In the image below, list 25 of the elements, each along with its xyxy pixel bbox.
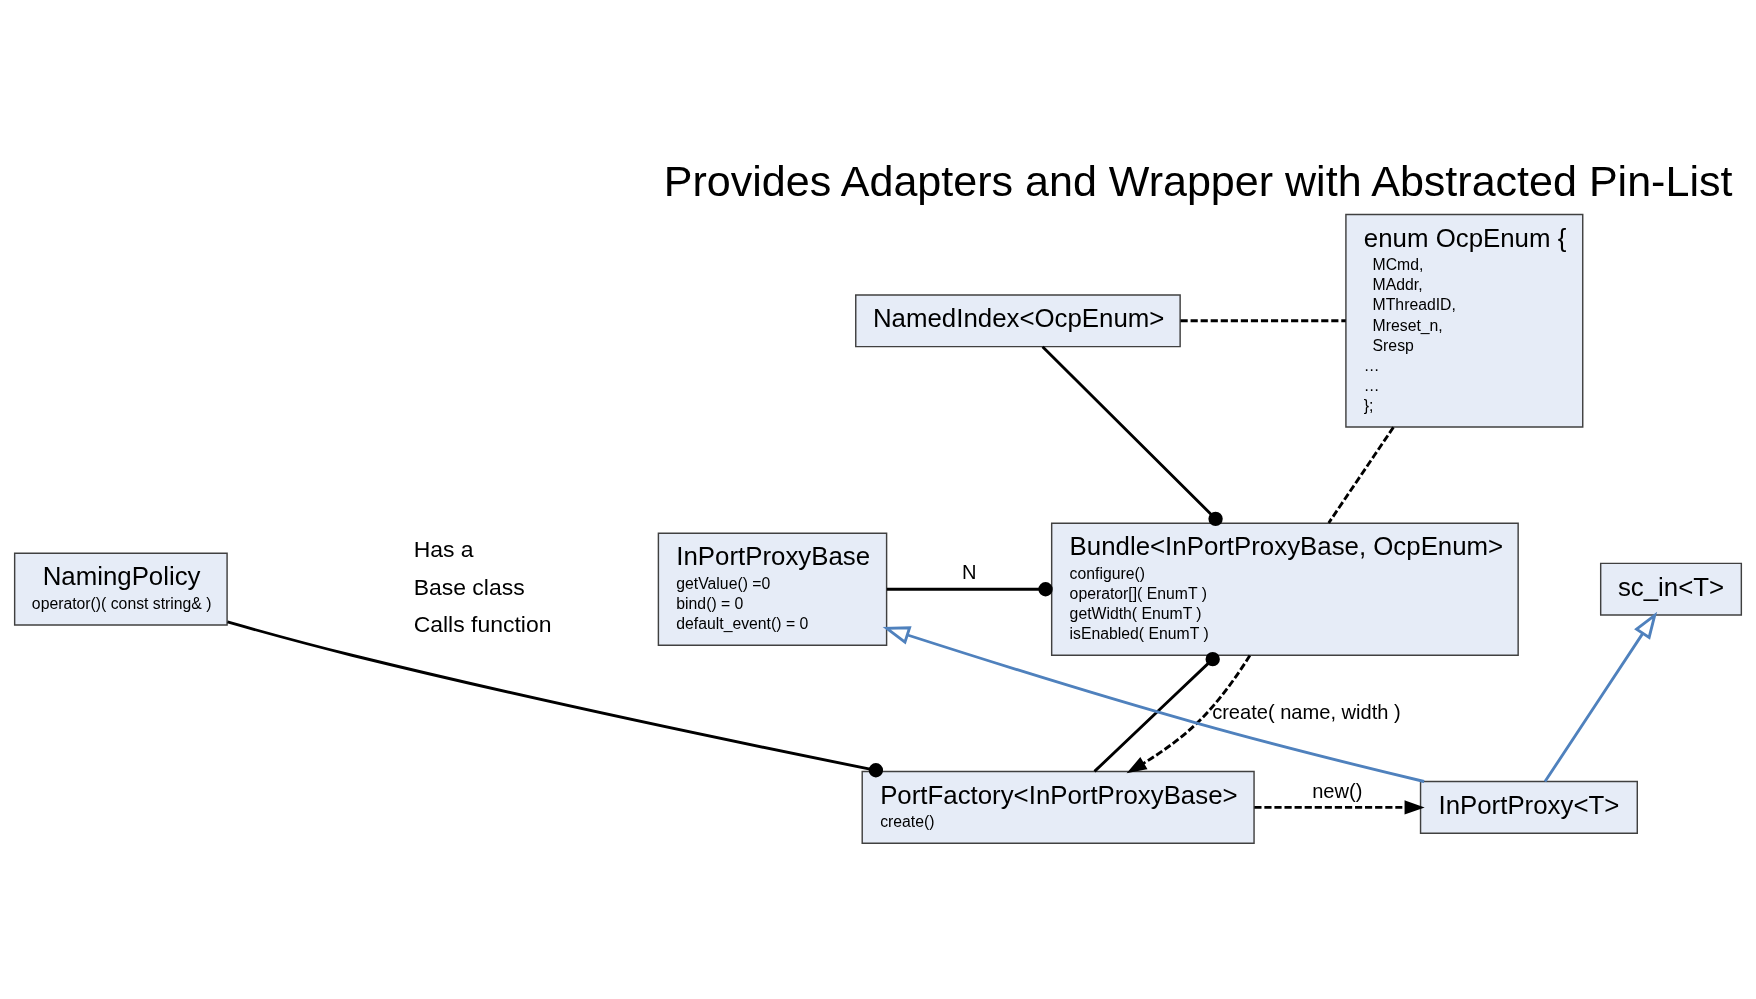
arrow xyxy=(1126,654,1252,774)
legend-label: Has a xyxy=(413,536,474,563)
arrow xyxy=(882,626,1425,783)
connector xyxy=(1041,345,1223,526)
node-box: InPortProxy<T> xyxy=(1419,780,1638,834)
node-box: PortFactory<InPortProxyBase> create() xyxy=(861,770,1255,844)
edge-label: new() xyxy=(1312,779,1363,802)
arrow xyxy=(1254,800,1425,815)
edge-label: create( name, width ) xyxy=(1212,700,1401,723)
connector xyxy=(1180,319,1346,323)
connector xyxy=(1093,652,1220,773)
node-box: InPortProxyBase getValue() =0 bind() = 0 default_event() = 0 xyxy=(657,532,888,646)
connector xyxy=(886,582,1053,597)
node-box: NamingPolicy operator()( const string& ) xyxy=(13,552,228,626)
diagram-title: Provides Adapters and Wrapper with Abstracted Pin-List xyxy=(663,156,1733,205)
node-box: sc_in<T> xyxy=(1599,562,1743,616)
arrow xyxy=(1543,611,1658,783)
edge-label: N xyxy=(961,561,977,584)
legend-label: Calls function xyxy=(413,610,552,637)
node-box: Bundle<InPortProxyBase, OcpEnum> configure() operator[]( EnumT ) getWidth( EnumT ) isEnabled( EnumT ) xyxy=(1050,522,1519,656)
node-box: NamedIndex<OcpEnum> xyxy=(855,294,1181,348)
connector xyxy=(1327,426,1395,524)
connector xyxy=(227,620,884,778)
legend-label: Base class xyxy=(413,573,525,600)
node-box: enum OcpEnum { MCmd, MAddr, MThreadID, Mreset_n, Sresp … … }; xyxy=(1345,213,1584,428)
